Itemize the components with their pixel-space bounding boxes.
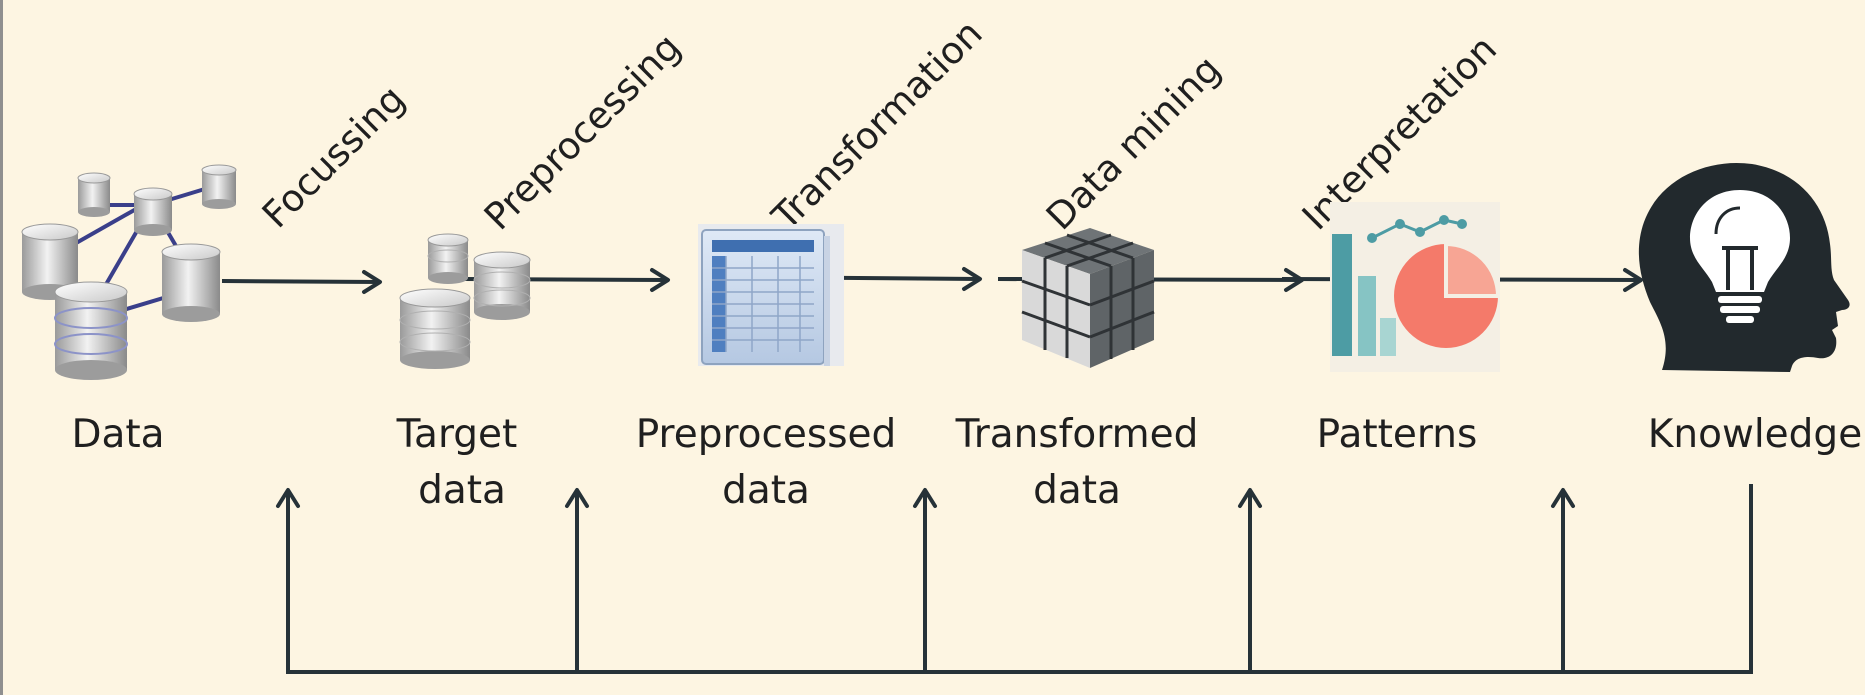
arrow-data-to-target (221, 270, 382, 294)
left-border (0, 0, 3, 695)
cube-icon (1021, 228, 1155, 368)
table-icon (698, 224, 844, 366)
feedback-arrow-to-target (565, 488, 589, 672)
stage-label-knowledge: Knowledge (1648, 412, 1862, 457)
step-label-focussing: Focussing (254, 77, 413, 236)
database-cluster-icon (399, 233, 531, 369)
feedback-arrow-to-data (276, 488, 300, 674)
stage-label-transformed-line1: Transformed (955, 412, 1199, 457)
head-lightbulb-icon (1638, 162, 1850, 372)
step-label-data-mining: Data mining (1038, 47, 1229, 238)
feedback-arrow-to-patterns (1551, 488, 1575, 672)
stage-label-transformed-line2: data (1033, 468, 1121, 513)
stage-label-preprocessed-line1: Preprocessed (636, 412, 897, 457)
feedback-arrow-to-transformed (1238, 488, 1262, 672)
database-network-icon (21, 164, 237, 380)
step-label-transformation: Transformation (763, 12, 990, 239)
stage-label-preprocessed-line2: data (722, 468, 810, 513)
stage-label-target-line1: Target (396, 412, 518, 457)
charts-icon (1330, 202, 1501, 372)
step-label-preprocessing: Preprocessing (476, 25, 689, 238)
feedback-loop (276, 484, 1753, 674)
feedback-arrow-to-preprocessed (913, 488, 937, 672)
stage-label-patterns: Patterns (1317, 412, 1478, 457)
stage-label-target-line2: data (418, 468, 506, 513)
stage-label-data: Data (71, 412, 164, 457)
